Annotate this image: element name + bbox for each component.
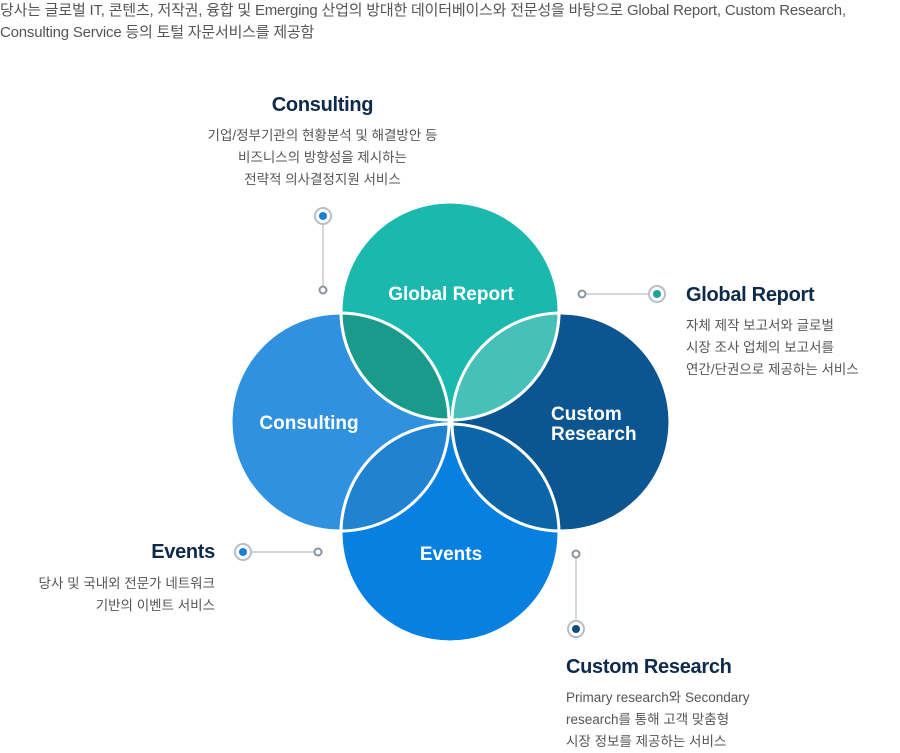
events-desc: 당사 및 국내외 전문가 네트워크 기반의 이벤트 서비스: [10, 573, 215, 617]
end-dot-events: [313, 547, 323, 557]
custom-research-desc-line-2: research를 통해 고객 맞춤형: [566, 712, 730, 727]
connector-lines: [250, 223, 648, 621]
overlap-consulting-events: [341, 424, 449, 531]
consulting-desc-line-1: 기업/정부기관의 현황분석 및 해결방안 등: [207, 128, 438, 143]
custom-research-desc: Primary research와 Secondary research를 통해…: [566, 687, 806, 753]
intro-line-2: Consulting Service 등의 토털 자문서비스를 제공함: [0, 24, 315, 41]
custom-research-title: Custom Research: [566, 656, 732, 678]
end-dot-global: [577, 289, 587, 299]
overlap-global-custom: [452, 313, 559, 420]
events-desc-line-1: 당사 및 국내외 전문가 네트워크: [38, 576, 215, 591]
global-report-title: Global Report: [686, 284, 815, 306]
overlap-global-consulting: [341, 313, 449, 420]
overlap-events-custom: [452, 424, 559, 531]
end-dot-consulting: [318, 285, 328, 295]
consulting-title: Consulting: [271, 94, 374, 116]
events-desc-line-2: 기반의 이벤트 서비스: [95, 598, 215, 613]
circle-label-custom-1: Custom: [551, 404, 622, 425]
marker-global: [648, 285, 666, 303]
marker-custom: [567, 620, 585, 638]
circle-label-events: Events: [420, 544, 482, 565]
global-report-desc: 자체 제작 보고서와 글로벌 시장 조사 업체의 보고서를 연간/단권으로 제공…: [686, 315, 896, 381]
circle-label-custom-2: Research: [551, 424, 637, 445]
marker-consulting: [314, 207, 332, 225]
circle-label-consulting: Consulting: [259, 413, 358, 434]
global-report-desc-line-2: 시장 조사 업체의 보고서를: [686, 340, 834, 355]
consulting-desc-line-2: 비즈니스의 방향성을 제시하는: [238, 150, 407, 165]
end-dot-custom: [571, 549, 581, 559]
outline-events: [339, 422, 561, 644]
custom-research-desc-line-3: 시장 정보를 제공하는 서비스: [566, 734, 727, 749]
events-title: Events: [151, 541, 215, 563]
global-report-desc-line-3: 연간/단권으로 제공하는 서비스: [686, 362, 859, 377]
marker-events: [234, 543, 252, 561]
circle-label-global: Global Report: [388, 284, 514, 305]
custom-research-desc-line-1: Primary research와 Secondary: [566, 690, 750, 705]
intro-text: 당사는 글로벌 IT, 콘텐츠, 저작권, 융합 및 Emerging 산업의 …: [0, 0, 900, 44]
consulting-description-block: Consulting 기업/정부기관의 현황분석 및 해결방안 등 비즈니스의 …: [175, 94, 470, 191]
global-report-desc-line-1: 자체 제작 보고서와 글로벌: [686, 318, 834, 333]
intro-line-1: 당사는 글로벌 IT, 콘텐츠, 저작권, 융합 및 Emerging 산업의 …: [0, 2, 846, 19]
consulting-desc: 기업/정부기관의 현황분석 및 해결방안 등 비즈니스의 방향성을 제시하는 전…: [175, 125, 470, 191]
events-description-block: Events 당사 및 국내외 전문가 네트워크 기반의 이벤트 서비스: [10, 541, 216, 617]
outline-custom: [450, 311, 672, 533]
global-report-description-block: Global Report 자체 제작 보고서와 글로벌 시장 조사 업체의 보…: [686, 284, 896, 381]
custom-research-description-block: Custom Research Primary research와 Second…: [566, 656, 806, 753]
outline-global: [339, 200, 561, 422]
consulting-desc-line-3: 전략적 의사결정지원 서비스: [244, 172, 401, 187]
